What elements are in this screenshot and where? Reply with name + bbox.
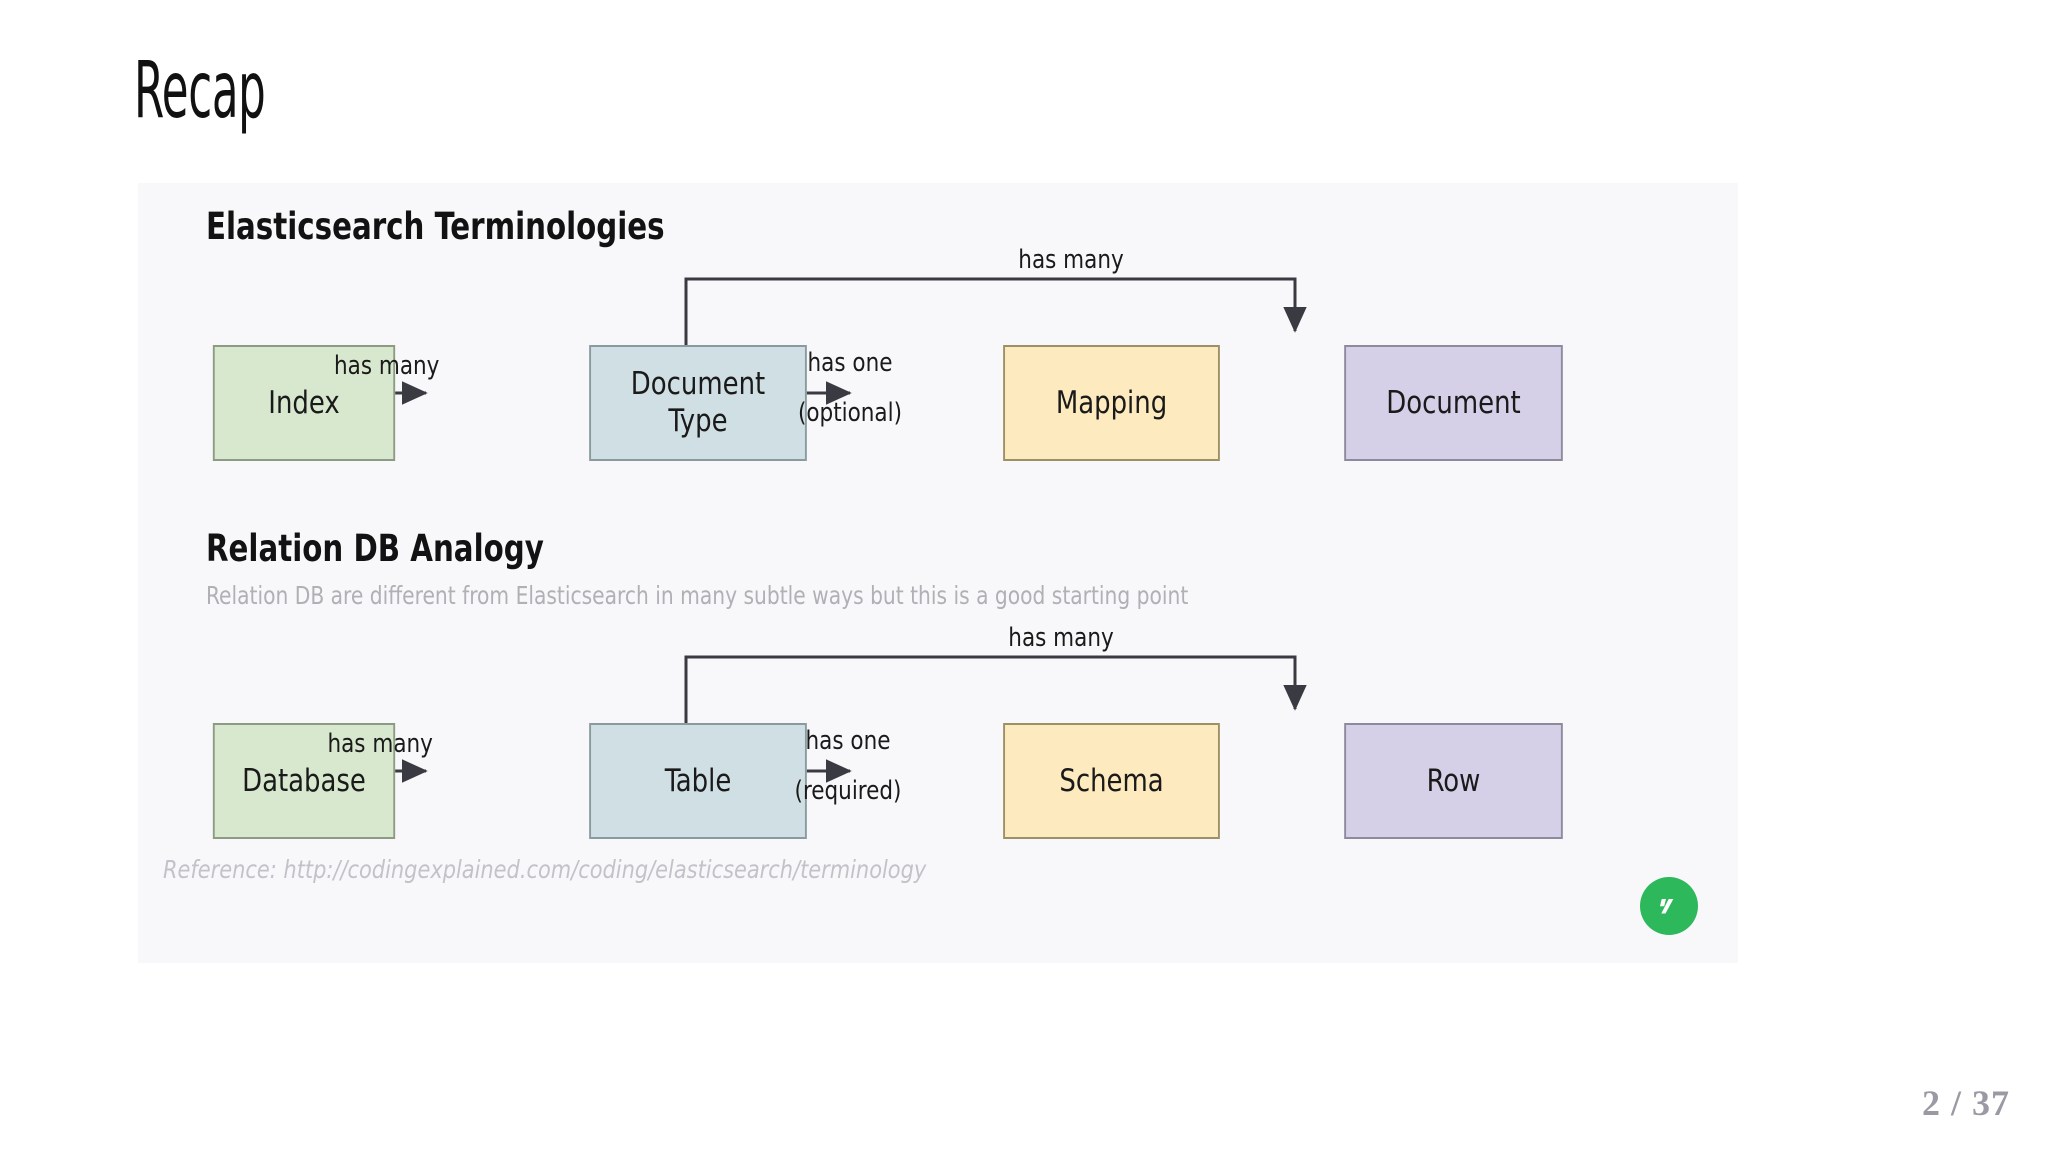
node-database[interactable]: Database — [212, 723, 396, 839]
edge-label-doctype-document: has many — [1018, 245, 1124, 275]
node-document[interactable]: Document — [1344, 345, 1563, 461]
edge-label-doctype-mapping-primary: has one — [807, 348, 893, 378]
node-document-type[interactable]: Document Type — [589, 345, 807, 461]
edge-label-doctype-mapping-secondary: (optional) — [797, 398, 903, 428]
section-heading-relation-db: Relation DB Analogy — [206, 527, 544, 570]
node-mapping[interactable]: Mapping — [1003, 345, 1220, 461]
section-subtitle-relation-db: Relation DB are different from Elasticse… — [206, 581, 1189, 610]
page-title: Recap — [134, 46, 266, 136]
edge-label-database-table: has many — [327, 729, 433, 759]
diagram-panel: Elasticsearch Terminologies has many Ind… — [138, 183, 1738, 963]
section-heading-elasticsearch: Elasticsearch Terminologies — [206, 205, 665, 248]
edge-label-index-doctype: has many — [334, 351, 440, 381]
node-row[interactable]: Row — [1344, 723, 1563, 839]
brand-logo-icon — [1640, 877, 1698, 935]
edge-label-table-schema-secondary: (required) — [794, 776, 902, 806]
edge-label-table-row: has many — [1008, 623, 1114, 653]
node-index[interactable]: Index — [212, 345, 396, 461]
page-indicator: 2 / 37 — [1921, 1083, 2010, 1123]
edge-label-table-schema-primary: has one — [805, 726, 891, 756]
reference-text: Reference: http://codingexplained.com/co… — [163, 855, 927, 884]
node-table[interactable]: Table — [589, 723, 807, 839]
node-schema[interactable]: Schema — [1003, 723, 1220, 839]
connector-layer — [336, 277, 1307, 783]
